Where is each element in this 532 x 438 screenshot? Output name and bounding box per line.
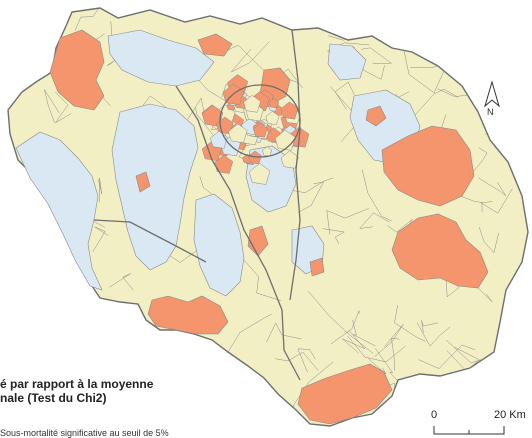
zone-over-east-2: [391, 213, 489, 289]
commune-border: [322, 228, 346, 244]
commune-border: [403, 50, 444, 94]
commune-border: [418, 344, 476, 369]
commune-border: [326, 208, 369, 235]
commune-border: [298, 181, 325, 213]
commune-border: [456, 194, 483, 212]
commune-border: [361, 47, 393, 65]
commune-border: [55, 92, 72, 123]
commune-border: [46, 295, 91, 341]
paris-commune-cell: [243, 94, 261, 113]
commune-border: [44, 89, 60, 123]
zone-over-small-1: [365, 105, 387, 127]
commune-border: [308, 290, 374, 354]
commune-border: [359, 212, 390, 229]
commune-border: [98, 177, 102, 203]
commune-border: [451, 41, 461, 64]
paris-core-cells: [201, 74, 310, 185]
commune-border: [472, 147, 488, 173]
paris-commune-cell: [268, 98, 280, 109]
paris-commune-cell: [253, 123, 268, 138]
zone-over-north-west: [49, 29, 105, 111]
scale-bar: [433, 426, 505, 435]
commune-border: [224, 313, 272, 358]
commune-border: [275, 351, 319, 371]
legend-item-under-mortality: Sous-mortalité significative au seuil de…: [0, 428, 169, 438]
zone-over-small-3: [309, 257, 325, 277]
paris-commune-cell: [262, 146, 273, 157]
scale-start-label: 0: [431, 409, 438, 421]
commune-border: [334, 81, 355, 110]
commune-border: [352, 319, 376, 347]
legend-title: é par rapport à la moyenne nale (Test du…: [0, 377, 300, 405]
commune-border: [109, 273, 134, 291]
paris-commune-cell: [228, 123, 248, 144]
department-borders: [93, 29, 301, 381]
commune-border: [368, 357, 387, 375]
commune-border: [223, 44, 268, 75]
commune-border: [374, 323, 404, 357]
zone-over-small-2: [135, 171, 151, 193]
legend-item-label: Sous-mortalité significative au seuil de…: [0, 428, 169, 438]
north-label: N: [487, 107, 494, 117]
legend-title-line-1: é par rapport à la moyenne: [0, 377, 154, 391]
commune-border: [421, 320, 439, 333]
commune-border: [187, 97, 231, 144]
paris-commune-cell: [214, 154, 234, 174]
commune-border: [446, 346, 480, 372]
commune-border: [231, 41, 270, 73]
commune-border: [28, 346, 42, 362]
paris-commune-cell: [248, 163, 271, 185]
commune-border: [238, 254, 281, 301]
commune-border: [342, 329, 365, 354]
commune-border: [457, 38, 504, 58]
zone-over-small-4: [247, 225, 269, 257]
zone-under-west: [15, 131, 103, 291]
commune-border: [391, 337, 400, 371]
legend-title-line-2: nale (Test du Chi2): [0, 391, 107, 405]
zone-over-east-1: [381, 125, 475, 207]
commune-border: [199, 176, 212, 195]
commune-border: [266, 322, 302, 343]
commune-border: [330, 310, 360, 345]
zone-over-south-west: [147, 295, 229, 335]
commune-border: [416, 322, 451, 347]
commune-border: [74, 8, 103, 31]
scale-end-label: 20 Km: [494, 409, 526, 421]
commune-border: [394, 304, 426, 342]
commune-border: [297, 348, 316, 373]
commune-border: [361, 169, 393, 222]
zone-over-north: [197, 33, 233, 57]
commune-border: [479, 227, 499, 254]
commune-border: [478, 177, 507, 197]
dept-border-2: [289, 29, 301, 301]
dept-border-1: [175, 85, 301, 381]
dept-border-4: [219, 84, 301, 158]
commune-border: [413, 88, 459, 117]
commune-border: [480, 188, 513, 214]
zone-under-north: [107, 29, 215, 87]
commune-border: [347, 335, 406, 363]
paris-commune-cell: [265, 111, 280, 125]
zones-under: [15, 29, 421, 297]
commune-border: [286, 177, 334, 193]
north-arrow-icon: [484, 80, 500, 108]
commune-border: [92, 226, 109, 253]
commune-border: [34, 240, 61, 256]
dept-border-3: [93, 219, 207, 263]
zone-under-north-east: [327, 43, 367, 81]
zone-over-south: [297, 363, 393, 425]
